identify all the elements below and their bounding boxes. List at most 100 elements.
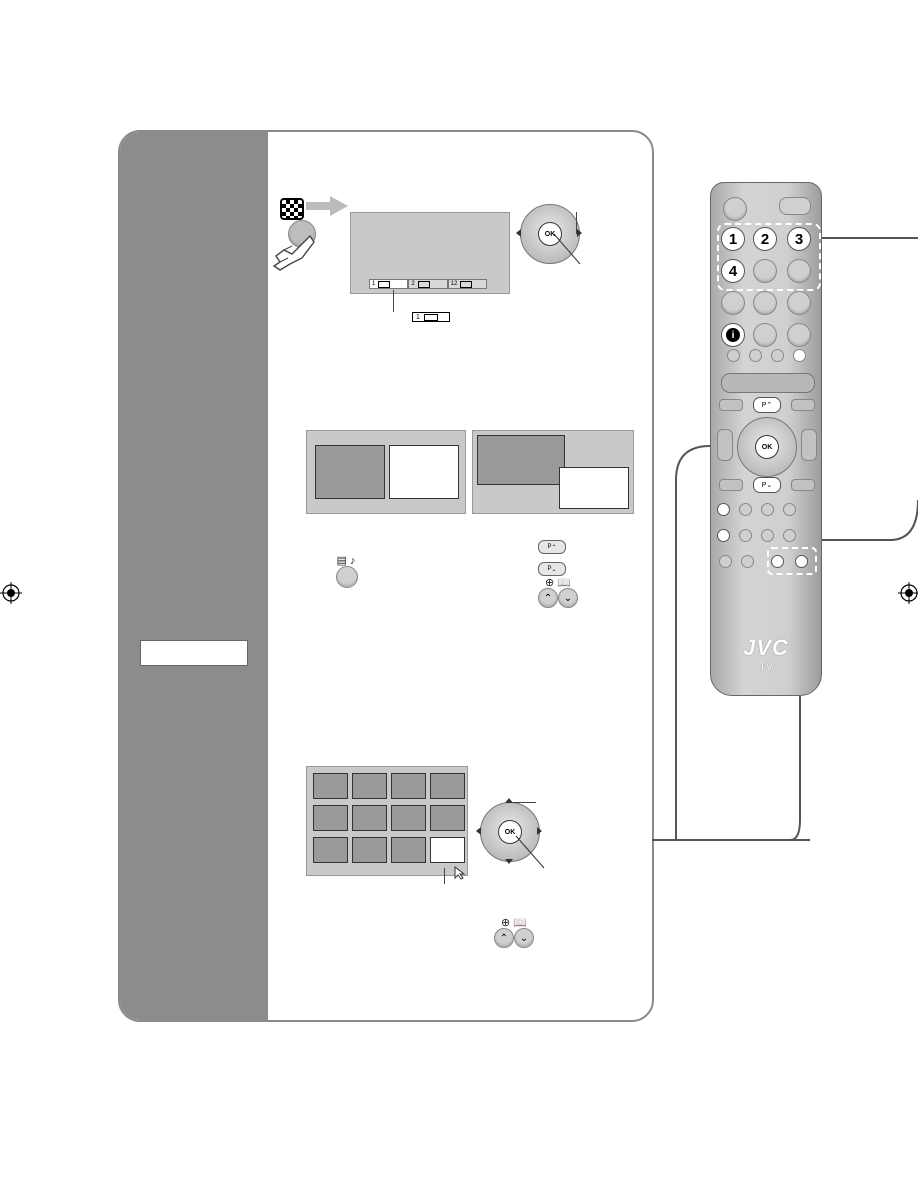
ext-button[interactable] — [719, 479, 743, 491]
number-3-button[interactable]: 3 — [787, 227, 811, 251]
tab-label: 12 — [450, 281, 458, 287]
thumbnail-tile[interactable] — [313, 805, 348, 831]
green-button[interactable] — [749, 349, 762, 362]
thumbnail-tile[interactable] — [430, 773, 465, 799]
model-label: TV — [758, 661, 774, 673]
pad-arrows-icon — [516, 229, 582, 237]
number-label: 3 — [794, 230, 804, 248]
pip-screen-diagram — [472, 430, 634, 514]
p-up-button[interactable]: P⌃ — [538, 540, 566, 554]
number-4-button[interactable]: 4 — [721, 259, 745, 283]
channel-tab-12[interactable]: 12 — [448, 280, 486, 288]
ok-button[interactable]: OK — [538, 222, 562, 246]
connector-lines — [652, 237, 918, 841]
down-button[interactable]: ⌄ — [514, 928, 534, 948]
thumbnail-tile[interactable] — [313, 837, 348, 863]
remote-control: 1 2 3 4 i P⌃ OK P⌄ JVC TV — [710, 182, 822, 696]
sub-picture — [389, 445, 459, 499]
p-down-button[interactable]: P⌄ — [538, 562, 566, 576]
return-button[interactable] — [787, 323, 811, 347]
yellow-button[interactable] — [771, 349, 784, 362]
sub-picture — [559, 467, 629, 509]
selected-thumbnail[interactable] — [430, 837, 465, 863]
sidebar-label-box — [140, 640, 248, 666]
thumbnail-tile[interactable] — [391, 805, 426, 831]
teletext-button-5[interactable] — [761, 529, 774, 542]
menu-button[interactable] — [719, 399, 743, 411]
thumbnail-tile[interactable] — [352, 837, 387, 863]
text-music-icon: ▤ ♪ — [336, 554, 356, 567]
main-picture — [315, 445, 385, 499]
number-8-button[interactable] — [753, 291, 777, 315]
number-2-button[interactable]: 2 — [753, 227, 777, 251]
pressing-hand-icon — [272, 234, 315, 271]
red-button[interactable] — [727, 349, 740, 362]
legend-number: 1 — [416, 313, 420, 321]
split-screen-diagram — [306, 430, 466, 514]
thumbnail-tile[interactable] — [391, 837, 426, 863]
callout-diagonal — [515, 835, 545, 869]
zoom-book-icon: ⊕ 📖 — [545, 576, 571, 589]
p-up-button[interactable]: P⌃ — [753, 397, 781, 413]
number-9-button[interactable] — [787, 291, 811, 315]
subtitle-button[interactable] — [719, 555, 732, 568]
channel-tab-2[interactable]: 2 — [409, 280, 447, 288]
ok-button[interactable]: OK — [498, 820, 522, 844]
number-7-button[interactable] — [721, 291, 745, 315]
arrow-right-icon — [306, 196, 348, 216]
info-button[interactable]: i — [721, 323, 745, 347]
p-up-label: P — [761, 401, 767, 409]
number-1-button[interactable]: 1 — [721, 227, 745, 251]
thumbnail-tile[interactable] — [352, 805, 387, 831]
callout-line — [444, 868, 445, 884]
sidebar — [120, 132, 268, 1020]
p-down-label: P — [547, 566, 552, 572]
teletext-button-3[interactable] — [783, 503, 796, 516]
zoom-up-button[interactable] — [717, 503, 730, 516]
number-0-button[interactable] — [753, 323, 777, 347]
teletext-button-6[interactable] — [783, 529, 796, 542]
thumbnail-tile[interactable] — [313, 773, 348, 799]
p-down-button[interactable]: P⌄ — [753, 477, 781, 493]
tab-label: 2 — [411, 281, 415, 287]
volume-bar[interactable] — [721, 373, 815, 393]
blue-button[interactable] — [793, 349, 806, 362]
left-side-button[interactable] — [717, 429, 733, 461]
text-swap-button[interactable] — [771, 555, 784, 568]
cursor-icon — [454, 866, 466, 880]
multi-picture-button[interactable] — [795, 555, 808, 568]
back-button[interactable] — [791, 399, 815, 411]
multi-picture-icon — [280, 198, 304, 220]
down-button[interactable]: ⌄ — [558, 588, 578, 608]
zoom-book-icon: ⊕ 📖 — [501, 916, 527, 929]
ext-small-button[interactable] — [741, 555, 754, 568]
tv-mode-button[interactable] — [779, 197, 811, 215]
number-5-button[interactable] — [753, 259, 777, 283]
index-down-button[interactable] — [717, 529, 730, 542]
p-up-label: P — [547, 544, 552, 550]
registration-mark-right — [898, 582, 918, 604]
thumbnail-tile[interactable] — [391, 773, 426, 799]
thumbnail-tile[interactable] — [352, 773, 387, 799]
mute-button[interactable] — [791, 479, 815, 491]
callout-diagonal — [553, 233, 581, 265]
up-button[interactable]: ⌃ — [538, 588, 558, 608]
channel-tab-1[interactable]: 1 — [370, 280, 408, 288]
ok-label: OK — [761, 443, 773, 451]
power-button[interactable] — [723, 197, 747, 221]
instruction-panel: 1 2 12 1 OK ▤ ♪ P⌃ P⌄ ⊕ 📖 ⌃ ⌄ — [118, 130, 654, 1022]
brand-logo: JVC — [743, 635, 789, 660]
ok-button[interactable]: OK — [755, 435, 779, 459]
teletext-button-4[interactable] — [739, 529, 752, 542]
teletext-button-2[interactable] — [761, 503, 774, 516]
swap-button[interactable] — [336, 566, 358, 588]
number-6-button[interactable] — [787, 259, 811, 283]
tv-screen-preview: 1 2 12 — [350, 212, 510, 294]
up-button[interactable]: ⌃ — [494, 928, 514, 948]
p-down-label: P — [761, 481, 767, 489]
right-side-button[interactable] — [801, 429, 817, 461]
registration-mark-left — [0, 582, 22, 604]
multi-picture-grid — [306, 766, 468, 876]
teletext-button-1[interactable] — [739, 503, 752, 516]
thumbnail-tile[interactable] — [430, 805, 465, 831]
